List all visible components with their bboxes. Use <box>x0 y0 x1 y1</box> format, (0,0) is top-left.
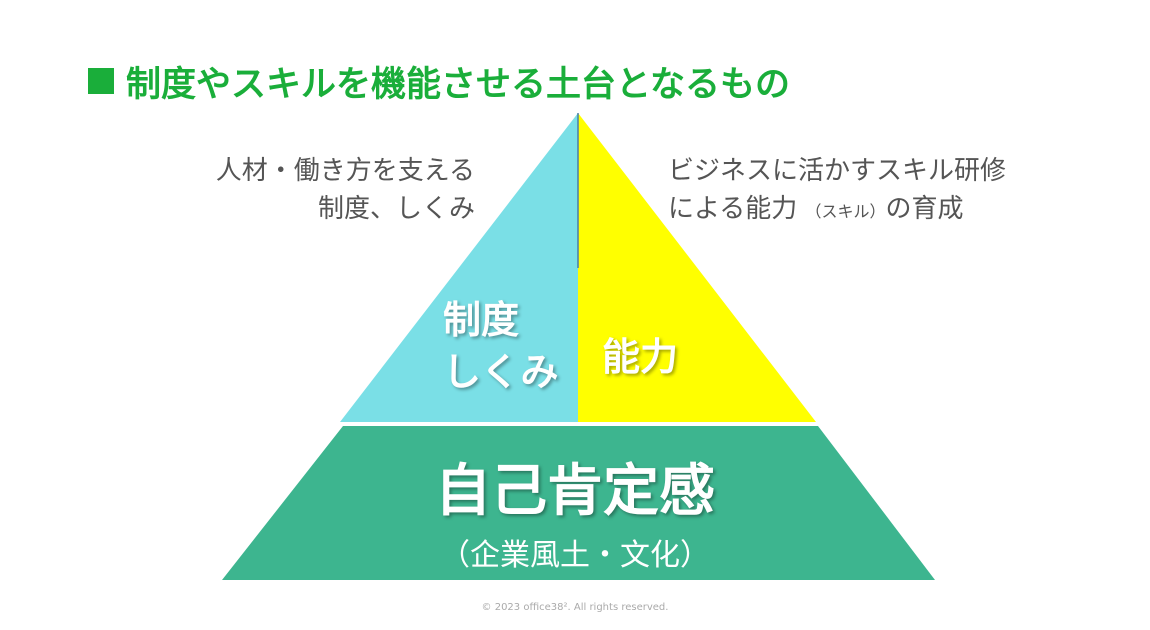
slide-title-text: 制度やスキルを機能させる土台となるもの <box>126 65 790 105</box>
square-bullet-icon <box>88 68 114 94</box>
right-description-text: の育成 <box>885 194 964 224</box>
pyramid-base-section <box>222 426 935 580</box>
base-section-sublabel: （企業風土・文化） <box>440 538 710 573</box>
right-description-line: ビジネスに活かすスキル研修 <box>668 156 1007 186</box>
left-description-line: 人材・働き方を支える <box>215 156 475 186</box>
left-description: 人材・働き方を支える 制度、しくみ <box>216 152 475 228</box>
copyright-footer: © 2023 office38². All rights reserved. <box>481 602 669 613</box>
left-label-line: 制度 <box>443 298 520 342</box>
pyramid-right-section <box>578 113 816 422</box>
slide-title: 制度やスキルを機能させる土台となるもの <box>88 56 790 107</box>
right-description-text: による能力 <box>668 194 798 224</box>
pyramid-left-section <box>340 113 578 422</box>
right-description-small: （スキル） <box>805 202 886 221</box>
left-section-label: 制度 しくみ <box>443 294 559 398</box>
right-description: ビジネスに活かすスキル研修 による能力 （スキル）の育成 <box>668 152 1006 231</box>
base-section-label: 自己肯定感 <box>435 459 715 524</box>
right-section-label: 能力 <box>602 335 679 379</box>
left-label-line: しくみ <box>443 350 559 394</box>
left-description-line: 制度、しくみ <box>317 194 475 224</box>
